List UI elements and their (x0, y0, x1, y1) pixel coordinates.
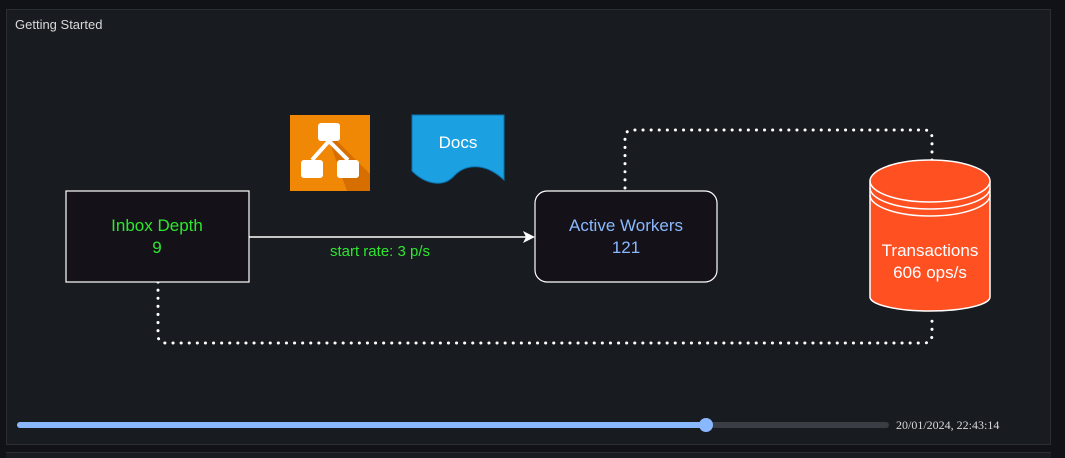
dotted-connector-top (623, 128, 934, 190)
edge-label: start rate: 3 p/s (330, 243, 430, 260)
transactions-value: 606 ops/s (893, 263, 967, 282)
time-slider-fill (17, 422, 706, 428)
panel-title: Getting Started (15, 17, 103, 32)
time-slider-handle[interactable] (698, 418, 713, 432)
next-panel-edge (6, 452, 1051, 458)
active-workers-node[interactable]: Active Workers 121 (534, 190, 718, 283)
document-icon (411, 114, 505, 184)
inbox-depth-node[interactable]: Inbox Depth 9 (65, 190, 250, 283)
active-workers-value: 121 (612, 238, 640, 257)
active-workers-label: Active Workers (569, 216, 683, 235)
timestamp-label: 20/01/2024, 22:43:14 (896, 418, 1000, 432)
inbox-depth-value: 9 (152, 238, 161, 257)
getting-started-panel: Getting Started start rate: 3 p/s Inbox … (6, 9, 1051, 445)
flow-diagram: start rate: 3 p/s Inbox Depth 9 Active W… (65, 114, 991, 345)
inbox-depth-label: Inbox Depth (111, 216, 203, 235)
transactions-node[interactable]: Transactions 606 ops/s (869, 159, 991, 312)
time-slider[interactable] (17, 418, 889, 432)
docs-link[interactable]: Docs (411, 114, 505, 184)
workflow-diagram-icon[interactable] (290, 115, 370, 191)
dotted-connector-bottom (156, 280, 934, 345)
docs-label: Docs (439, 133, 478, 152)
transactions-label: Transactions (882, 241, 979, 260)
